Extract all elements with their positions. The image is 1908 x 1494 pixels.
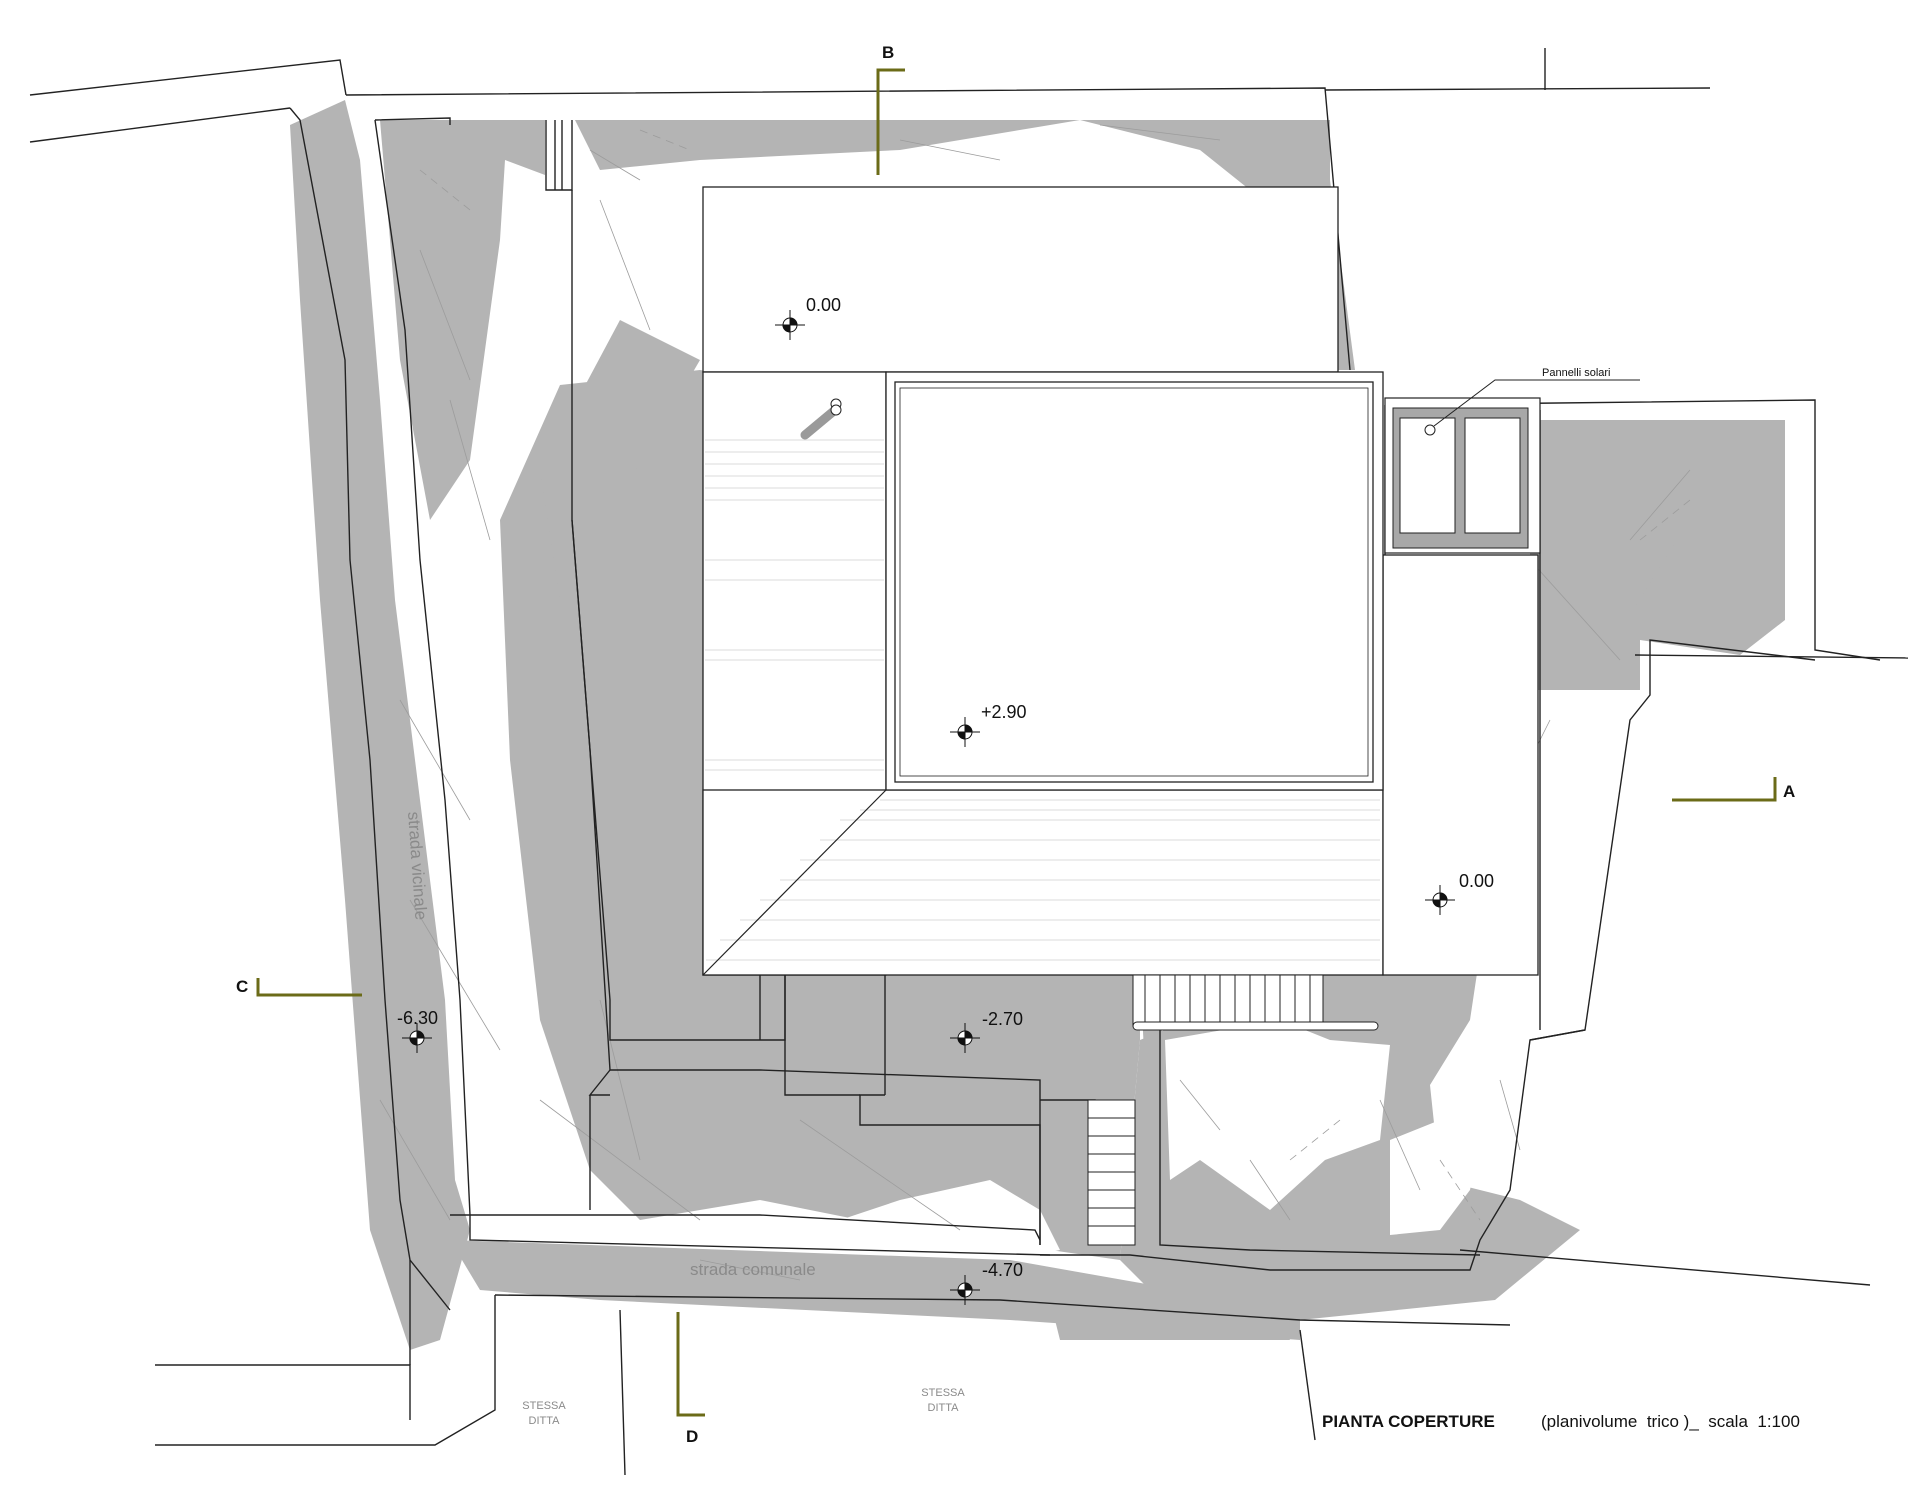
terrain-dashed-lines: [419, 129, 1691, 1221]
neighbour-label-east-line1: STESSA: [921, 1387, 965, 1399]
stairs-courtyard: [1087, 1099, 1136, 1246]
solar-panels-label: Pannelli solari: [1542, 367, 1610, 379]
roof-hip-line: [702, 789, 887, 976]
main-roof-core: [899, 387, 1369, 777]
drawing-title: PIANTA COPERTURE: [1322, 1412, 1495, 1431]
lower-roof-band: [702, 789, 1384, 976]
section-marker-d: [676, 1312, 705, 1417]
solar-panel-left: [1399, 417, 1456, 534]
section-markers: [256, 68, 1777, 1417]
section-marker-a: [1672, 777, 1777, 802]
building: [702, 186, 1539, 976]
elevation-label-west-road: -6.30: [397, 1008, 438, 1028]
elevation-marker-terrace: [1425, 885, 1455, 915]
elevation-label-roof-main: +2.90: [981, 702, 1027, 722]
elevation-label-terrace: 0.00: [1459, 871, 1494, 891]
elevation-markers: [402, 310, 1455, 1305]
stairs-terrace: [1132, 974, 1379, 1031]
neighbour-label-west-line2: DITTA: [529, 1415, 561, 1427]
east-terrace: [1382, 554, 1539, 976]
elevation-label-courtyard: -2.70: [982, 1009, 1023, 1029]
lit-areas: [810, 1020, 1480, 1260]
upper-roof-slab: [702, 186, 1339, 373]
section-marker-c: [256, 978, 362, 997]
neighbour-label-east-line2: DITTA: [928, 1402, 960, 1414]
elevation-label-roof-upper: 0.00: [806, 295, 841, 315]
vent-pipe: [800, 398, 842, 440]
solar-leader-line: [1433, 379, 1640, 427]
site-outlines: [29, 48, 1908, 1476]
road-label-communal: strada comunale: [690, 1260, 816, 1279]
elevation-marker-courtyard: [950, 1023, 980, 1053]
section-label-a: A: [1783, 782, 1795, 801]
elevation-marker-roof-upper: [775, 310, 805, 340]
solar-panels: [1384, 379, 1640, 554]
section-marker-b: [876, 68, 905, 175]
main-roof-inner: [894, 381, 1374, 783]
roof-stripes: [705, 439, 1380, 961]
drawing-subtitle: (planivolume trico )_ scala 1:100: [1541, 1412, 1800, 1431]
elevation-marker-south-road: [950, 1275, 980, 1305]
elevation-marker-west-road: [402, 1023, 432, 1053]
section-label-b: B: [882, 43, 894, 62]
section-label-d: D: [686, 1427, 698, 1446]
terrain-lines: [379, 124, 1691, 1281]
elevation-marker-roof-main: [950, 717, 980, 747]
solar-panel-right: [1464, 417, 1521, 534]
elevation-label-south-road: -4.70: [982, 1260, 1023, 1280]
section-label-c: C: [236, 977, 248, 996]
neighbour-label-west-line1: STESSA: [522, 1400, 566, 1412]
